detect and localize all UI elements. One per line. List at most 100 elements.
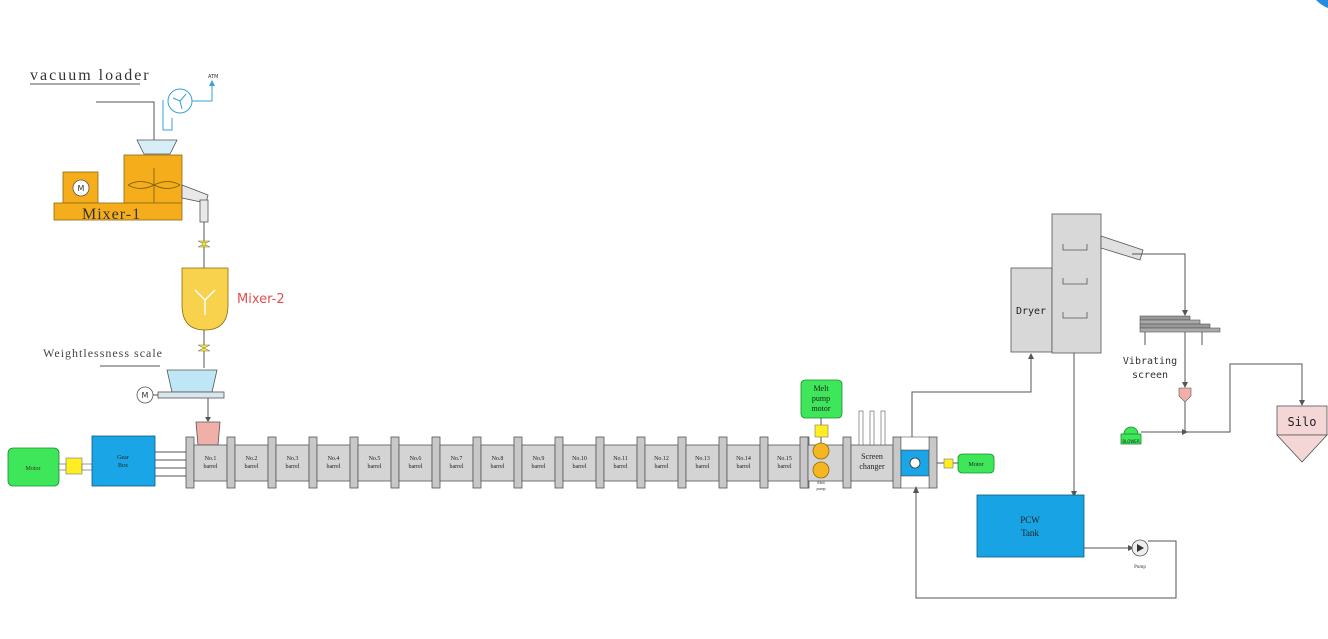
- barrel-number: No.12: [654, 456, 669, 462]
- barrel-segment: [644, 444, 679, 482]
- barrel-number: No.1: [205, 456, 217, 462]
- barrel-flange: [513, 436, 523, 489]
- mixer-2-label: Mixer-2: [237, 292, 285, 307]
- barrel-segment: [726, 444, 761, 482]
- dryer-outlet-chute: [1100, 235, 1144, 261]
- mixer-2-agitator-icon: [194, 289, 216, 315]
- barrel-flange: [554, 436, 564, 489]
- feed-pipe: [96, 101, 155, 140]
- barrel-number: No.9: [533, 456, 545, 462]
- scale-hopper: [166, 369, 218, 393]
- silo-cone: [1276, 434, 1328, 463]
- valve-2: [197, 344, 211, 352]
- screen-outlet-hopper: [1178, 387, 1192, 403]
- barrel-flange: [431, 436, 441, 489]
- melt-pump-coupling: [814, 424, 829, 438]
- conveying-to-silo: BLOWER Silo: [1120, 363, 1328, 463]
- barrel-caption: barrel: [245, 464, 259, 470]
- barrel-flange: [267, 436, 277, 489]
- mixer-2: Mixer-2: [181, 267, 285, 368]
- barrel-caption: barrel: [573, 464, 587, 470]
- motor-m-label: M: [78, 184, 85, 193]
- pcw-tank: [976, 494, 1085, 558]
- barrel-caption: barrel: [409, 464, 423, 470]
- barrel-flange: [185, 436, 195, 489]
- barrel-flange: [595, 436, 605, 489]
- barrel-segment: [439, 444, 474, 482]
- barrel-caption: barrel: [327, 464, 341, 470]
- barrel-caption: barrel: [532, 464, 546, 470]
- atm-label: ATM: [208, 74, 218, 80]
- fan-blades-icon: [172, 93, 187, 110]
- pellet-line-to-dryer: [911, 356, 1032, 437]
- barrel-flange: [718, 436, 728, 489]
- barrel-number: No.8: [492, 456, 504, 462]
- barrel-number: No.7: [451, 456, 463, 462]
- melt-pump-label-2: pump: [816, 486, 825, 491]
- weightless-scale-label: Weightlessness scale: [43, 346, 163, 360]
- barrel-number: No.5: [369, 456, 381, 462]
- vibrating-screen-label-1: Vibrating: [1123, 356, 1177, 367]
- barrel-number: No.6: [410, 456, 422, 462]
- mixer-1-body: [123, 154, 183, 204]
- barrel-flange: [799, 436, 809, 489]
- melt-pump-gear-bottom-icon: [812, 461, 830, 479]
- barrel-segment: [357, 444, 392, 482]
- barrel-segment: [398, 444, 433, 482]
- barrel-segment: [562, 444, 597, 482]
- dryer-to-screen-line: [1132, 253, 1186, 314]
- main-motor-label: Motor: [26, 466, 41, 472]
- melt-pump-motor-label-1: Melt: [813, 384, 829, 393]
- corner-accent: [1316, 0, 1328, 8]
- barrel-caption: barrel: [614, 464, 628, 470]
- barrel-flange: [390, 436, 400, 489]
- barrel-number: No.15: [777, 456, 792, 462]
- barrel-caption: barrel: [204, 464, 218, 470]
- mixer-1-label: Mixer-1: [82, 206, 141, 223]
- process-piping: [911, 353, 1177, 599]
- vacuum-loader-label: vacuum loader: [30, 67, 151, 84]
- vibrating-screen: Vibrating screen: [1123, 315, 1221, 431]
- weightless-scale: Weightlessness scale M: [43, 346, 225, 446]
- screen-changer-body: [850, 444, 894, 482]
- gear-box-label-2: Box: [118, 463, 128, 469]
- barrel-number: No.4: [328, 456, 340, 462]
- barrel-caption: barrel: [655, 464, 669, 470]
- barrel-flange: [308, 436, 318, 489]
- barrel-segment: [193, 444, 228, 482]
- loader-hopper: [136, 139, 178, 155]
- dryer-body-right: [1051, 213, 1102, 354]
- barrel-caption: barrel: [368, 464, 382, 470]
- pelletizer-motor: [957, 453, 995, 474]
- dryer: Dryer: [1010, 213, 1188, 354]
- coupling: [65, 457, 83, 475]
- pcw-tank-label-1: PCW: [1020, 515, 1040, 525]
- melt-pump-gear-top-icon: [812, 442, 830, 460]
- barrel-flange: [472, 436, 482, 489]
- blower-label: BLOWER: [1122, 439, 1139, 444]
- gear-box-label-1: Gear: [117, 455, 129, 461]
- conveying-line: [1141, 363, 1303, 433]
- scale-motor-m-label: M: [142, 391, 149, 400]
- barrel-segment: [316, 444, 351, 482]
- barrel-number: No.3: [287, 456, 299, 462]
- atm-pipe: [192, 84, 213, 102]
- extruder-barrels: No.1barrelNo.2barrelNo.3barrelNo.4barrel…: [185, 436, 844, 489]
- pelletizer: Motor: [900, 436, 995, 489]
- mixer-1-base: [53, 202, 183, 221]
- vibrating-screen-label-2: screen: [1132, 370, 1168, 381]
- barrel-caption: barrel: [737, 464, 751, 470]
- screen-changer-label-1: Screen: [861, 452, 883, 461]
- pelletizer-coupling: [943, 458, 954, 469]
- gear-box: [91, 435, 156, 487]
- water-return-line: [915, 488, 1177, 599]
- fan-pipe: [162, 100, 173, 131]
- barrel-segment: [767, 444, 802, 482]
- feed-throat: [195, 421, 221, 446]
- valve-1: [197, 240, 211, 248]
- barrel-flange: [636, 436, 646, 489]
- barrel-number: No.14: [736, 456, 751, 462]
- vacuum-loader: vacuum loader ATM: [30, 67, 218, 155]
- atm-arrow-icon: [209, 80, 215, 86]
- barrel-caption: barrel: [286, 464, 300, 470]
